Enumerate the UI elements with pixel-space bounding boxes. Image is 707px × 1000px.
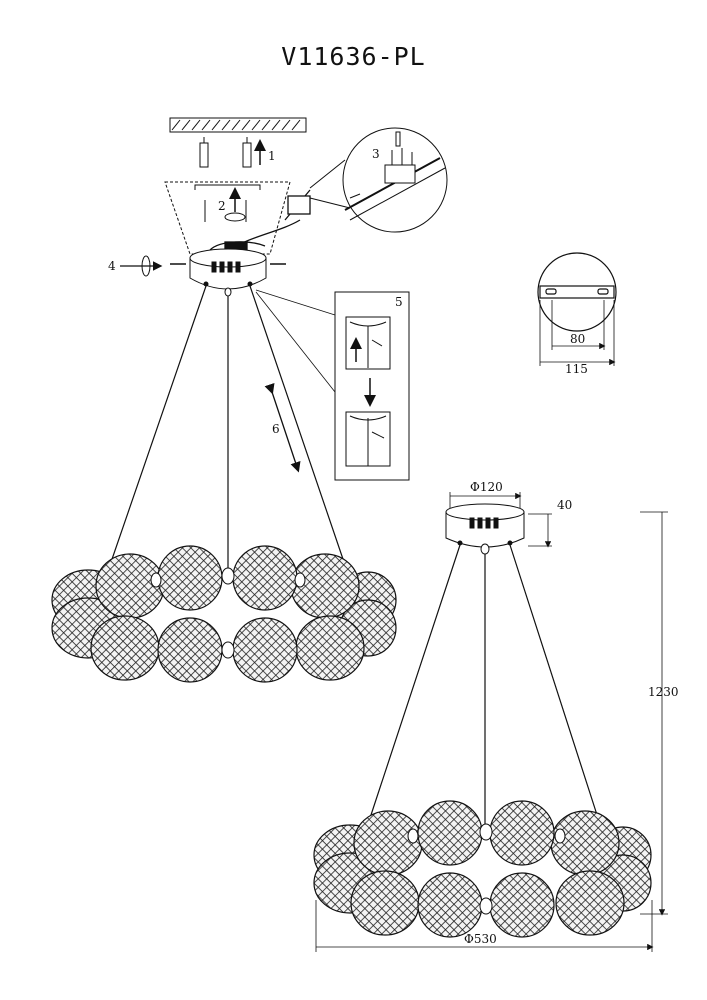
mounting-plate-detail <box>537 252 617 332</box>
anchor-screws <box>199 137 252 168</box>
step-1-label: 1 <box>268 149 276 163</box>
height-dim-line <box>640 511 668 916</box>
step-6-label: 6 <box>272 422 280 436</box>
arrow-step-6 <box>264 382 301 473</box>
rotate-icon-4 <box>141 255 151 277</box>
ceiling-hatch <box>169 117 307 133</box>
plate-width-dim: 115 <box>565 362 588 376</box>
cable-adjust-panel <box>334 291 410 481</box>
install-ring-joints <box>150 567 306 659</box>
rotate-icon <box>224 212 246 222</box>
plate-dimension-lines <box>539 300 616 366</box>
step-3-label: 3 <box>372 147 380 161</box>
dim-canopy <box>445 503 525 555</box>
mounting-plate <box>164 181 291 255</box>
connector-zoom-bubble <box>309 127 448 233</box>
ring-diameter-dim: Φ530 <box>464 932 497 946</box>
total-height-dim: 1230 <box>648 685 679 699</box>
step-2-label: 2 <box>218 199 226 213</box>
dim-cables <box>369 544 599 828</box>
install-sphere-ring <box>51 545 397 683</box>
canopy-height-dim: 40 <box>557 498 572 512</box>
install-cables <box>109 285 346 572</box>
step-5-label: 5 <box>395 295 403 309</box>
model-title: V11636-PL <box>281 42 426 71</box>
dim-ring-joints <box>407 823 566 915</box>
ring-width-dim-line <box>315 900 654 952</box>
hole-spacing-dim: 80 <box>570 332 585 346</box>
canopy-diameter-dim: Φ120 <box>470 480 503 494</box>
install-canopy <box>189 248 267 297</box>
dim-sphere-ring <box>313 800 652 938</box>
wires <box>209 189 311 251</box>
step-4-label: 4 <box>108 259 116 273</box>
